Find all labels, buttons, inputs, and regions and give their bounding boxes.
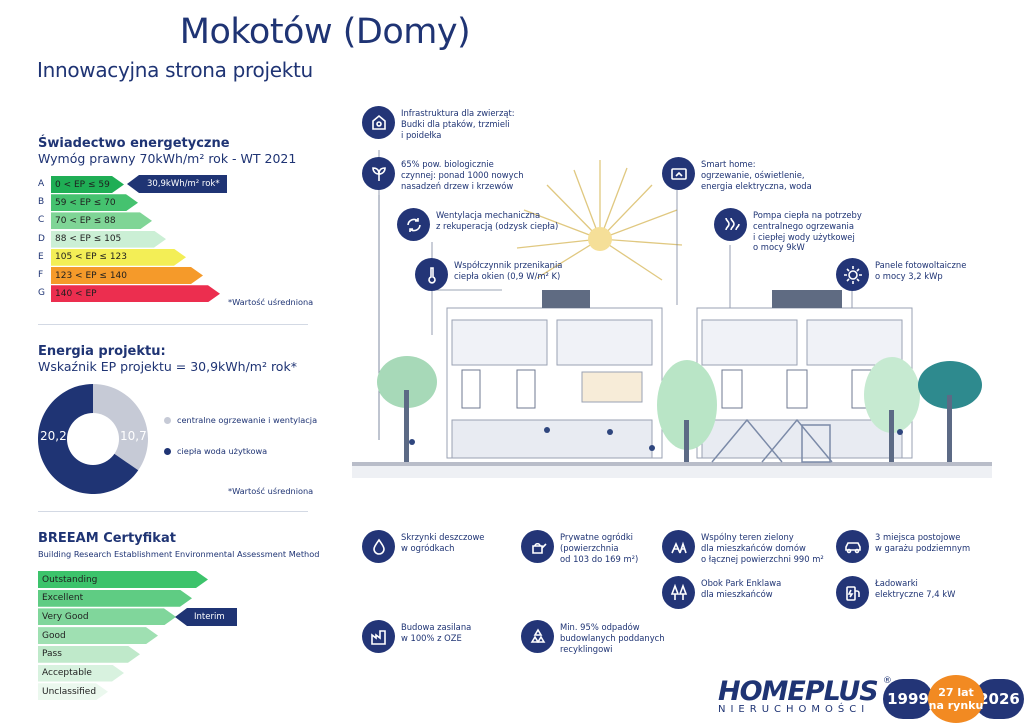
logo-subtitle: NIERUCHOMOŚCI	[718, 704, 870, 715]
energy-class-letter: E	[38, 251, 44, 262]
power-plant-icon	[362, 620, 395, 653]
feature-text: Skrzynki deszczowe w ogródkach	[401, 532, 485, 553]
energy-class-bar-c: 70 < EP ≤ 88	[51, 212, 152, 229]
tablet-icon	[662, 157, 695, 190]
water-drop-icon	[362, 530, 395, 563]
energy-class-bar-a: 0 < EP ≤ 59	[51, 176, 124, 193]
logo-brand: HOMEPLUS	[718, 676, 879, 707]
feature-text: Obok Park Enklawa dla mieszkańców	[701, 578, 782, 599]
recuperation-icon	[397, 208, 430, 241]
feature-biologically-active-area: 65% pow. biologicznie czynnej: ponad 100…	[362, 157, 524, 191]
energy-class-marker: 30,9kWh/m² rok*	[127, 175, 227, 193]
feature-text: Współczynnik przenikania ciepła okien (0…	[454, 260, 563, 281]
legend-item-heating: centralne ogrzewanie i wentylacja	[164, 415, 317, 426]
year-from: 1999	[883, 679, 933, 719]
energy-class-bar-e: 105 < EP ≤ 123	[51, 249, 186, 266]
car-icon	[836, 530, 869, 563]
feature-heat-pump: Pompa ciepła na potrzeby centralnego ogr…	[714, 208, 862, 253]
project-energy-title: Energia projektu:	[38, 344, 166, 359]
feature-text: Budowa zasilana w 100% z OZE	[401, 622, 472, 643]
feature-waste-recycling: Min. 95% odpadów budowlanych poddanych r…	[521, 620, 665, 654]
thermometer-icon	[415, 258, 448, 291]
legend-item-water: ciepła woda użytkowa	[164, 446, 267, 457]
breeam-marker: Interim	[175, 608, 237, 626]
feature-text: Smart home: ogrzewanie, oświetlenie, ene…	[701, 159, 812, 191]
feature-ventilation: Wentylacja mechaniczna z rekuperacją (od…	[397, 208, 558, 241]
homeplus-logo: HOMEPLUS ® NIERUCHOMOŚCI	[718, 676, 892, 715]
breeam-level-outstanding: Outstanding	[38, 571, 208, 588]
feature-smart-home: Smart home: ogrzewanie, oświetlenie, ene…	[662, 157, 812, 191]
feature-parking: 3 miejsca postojowe w garażu podziemnym	[836, 530, 970, 563]
energy-certificate-title: Świadectwo energetyczne	[38, 136, 230, 151]
breeam-subtitle: Building Research Establishment Environm…	[38, 549, 320, 559]
feature-park: Obok Park Enklawa dla mieszkańców	[662, 576, 781, 609]
feature-text: Pompa ciepła na potrzeby centralnego ogr…	[753, 210, 862, 253]
feature-text: Ładowarki elektryczne 7,4 kW	[875, 578, 956, 599]
feature-window-coefficient: Współczynnik przenikania ciepła okien (0…	[415, 258, 562, 291]
feature-text: 65% pow. biologicznie czynnej: ponad 100…	[401, 159, 524, 191]
playground-icon	[662, 530, 695, 563]
feature-rain-boxes: Skrzynki deszczowe w ogródkach	[362, 530, 484, 563]
breeam-level-unclassified: Unclassified	[38, 683, 108, 700]
breeam-level-very-good: Very Good	[38, 608, 176, 625]
energy-class-letter: F	[38, 270, 44, 280]
energy-class-bar-b: 59 < EP ≤ 70	[51, 194, 138, 211]
feature-text: Prywatne ogródki (powierzchnia od 103 do…	[560, 532, 639, 564]
donut-value-label-water: 20,2	[40, 429, 67, 443]
energy-class-letter: B	[38, 197, 45, 208]
energy-class-bar-f: 123 < EP ≤ 140	[51, 267, 203, 284]
years-badge: 1999 2026 27 lat na rynku	[883, 675, 1024, 723]
sun-icon	[836, 258, 869, 291]
legend-label: centralne ogrzewanie i wentylacja	[177, 415, 318, 425]
energy-class-bar-g: 140 < EP	[51, 285, 220, 302]
years-on-market: 27 lat na rynku	[928, 675, 984, 723]
breeam-level-excellent: Excellent	[38, 590, 192, 607]
charger-icon	[836, 576, 869, 609]
energy-class-letter: C	[38, 215, 45, 226]
building-illustration	[352, 150, 992, 478]
feature-text: Panele fotowoltaiczne o mocy 3,2 kWp	[875, 260, 967, 281]
feature-text: Infrastruktura dla zwierząt: Budki dla p…	[401, 108, 515, 140]
legend-swatch	[164, 416, 171, 424]
page-subtitle: Innowacyjna strona projektu	[37, 58, 313, 82]
feature-shared-green: Wspólny teren zielony dla mieszkańców do…	[662, 530, 824, 564]
watering-can-icon	[521, 530, 554, 563]
logo-registered: ®	[882, 676, 892, 686]
project-energy-indicator: Wskaźnik EP projektu = 30,9kWh/m² rok*	[38, 359, 297, 374]
project-energy-footnote: *Wartość uśredniona	[228, 486, 314, 496]
energy-class-letter: D	[38, 233, 45, 244]
breeam-title: BREEAM Certyfikat	[38, 531, 176, 546]
feature-text: 3 miejsca postojowe w garażu podziemnym	[875, 532, 971, 553]
energy-class-letter: G	[38, 288, 45, 299]
feature-text: Min. 95% odpadów budowlanych poddanych r…	[560, 622, 665, 654]
recycle-icon	[521, 620, 554, 653]
legend-label: ciepła woda użytkowa	[177, 446, 268, 456]
energy-class-bar-d: 88 < EP ≤ 105	[51, 231, 166, 248]
energy-class-letter: A	[38, 179, 45, 189]
trees-icon	[662, 576, 695, 609]
divider	[38, 511, 308, 512]
plant-icon	[362, 157, 395, 190]
energy-donut-chart	[38, 384, 148, 494]
heat-pump-icon	[714, 208, 747, 241]
donut-slice-0	[93, 384, 148, 471]
feature-renewable-construction: Budowa zasilana w 100% z OZE	[362, 620, 471, 653]
legend-swatch	[164, 447, 171, 455]
donut-value-label-heating: 10,7	[120, 429, 147, 443]
page-title: Mokotów (Domy)	[179, 12, 471, 52]
feature-animal-infrastructure: Infrastruktura dla zwierząt: Budki dla p…	[362, 106, 515, 140]
feature-text: Wspólny teren zielony dla mieszkańców do…	[701, 532, 824, 564]
divider	[38, 324, 308, 325]
feature-text: Wentylacja mechaniczna z rekuperacją (od…	[436, 210, 559, 231]
breeam-level-good: Good	[38, 627, 158, 644]
breeam-level-acceptable: Acceptable	[38, 665, 124, 682]
feature-ev-chargers: Ładowarki elektryczne 7,4 kW	[836, 576, 955, 609]
energy-requirement: Wymóg prawny 70kWh/m² rok - WT 2021	[38, 151, 297, 166]
energy-footnote: *Wartość uśredniona	[228, 297, 314, 307]
feature-private-gardens: Prywatne ogródki (powierzchnia od 103 do…	[521, 530, 638, 564]
feature-photovoltaics: Panele fotowoltaiczne o mocy 3,2 kWp	[836, 258, 966, 291]
animal-house-icon	[362, 106, 395, 139]
breeam-level-pass: Pass	[38, 646, 140, 663]
